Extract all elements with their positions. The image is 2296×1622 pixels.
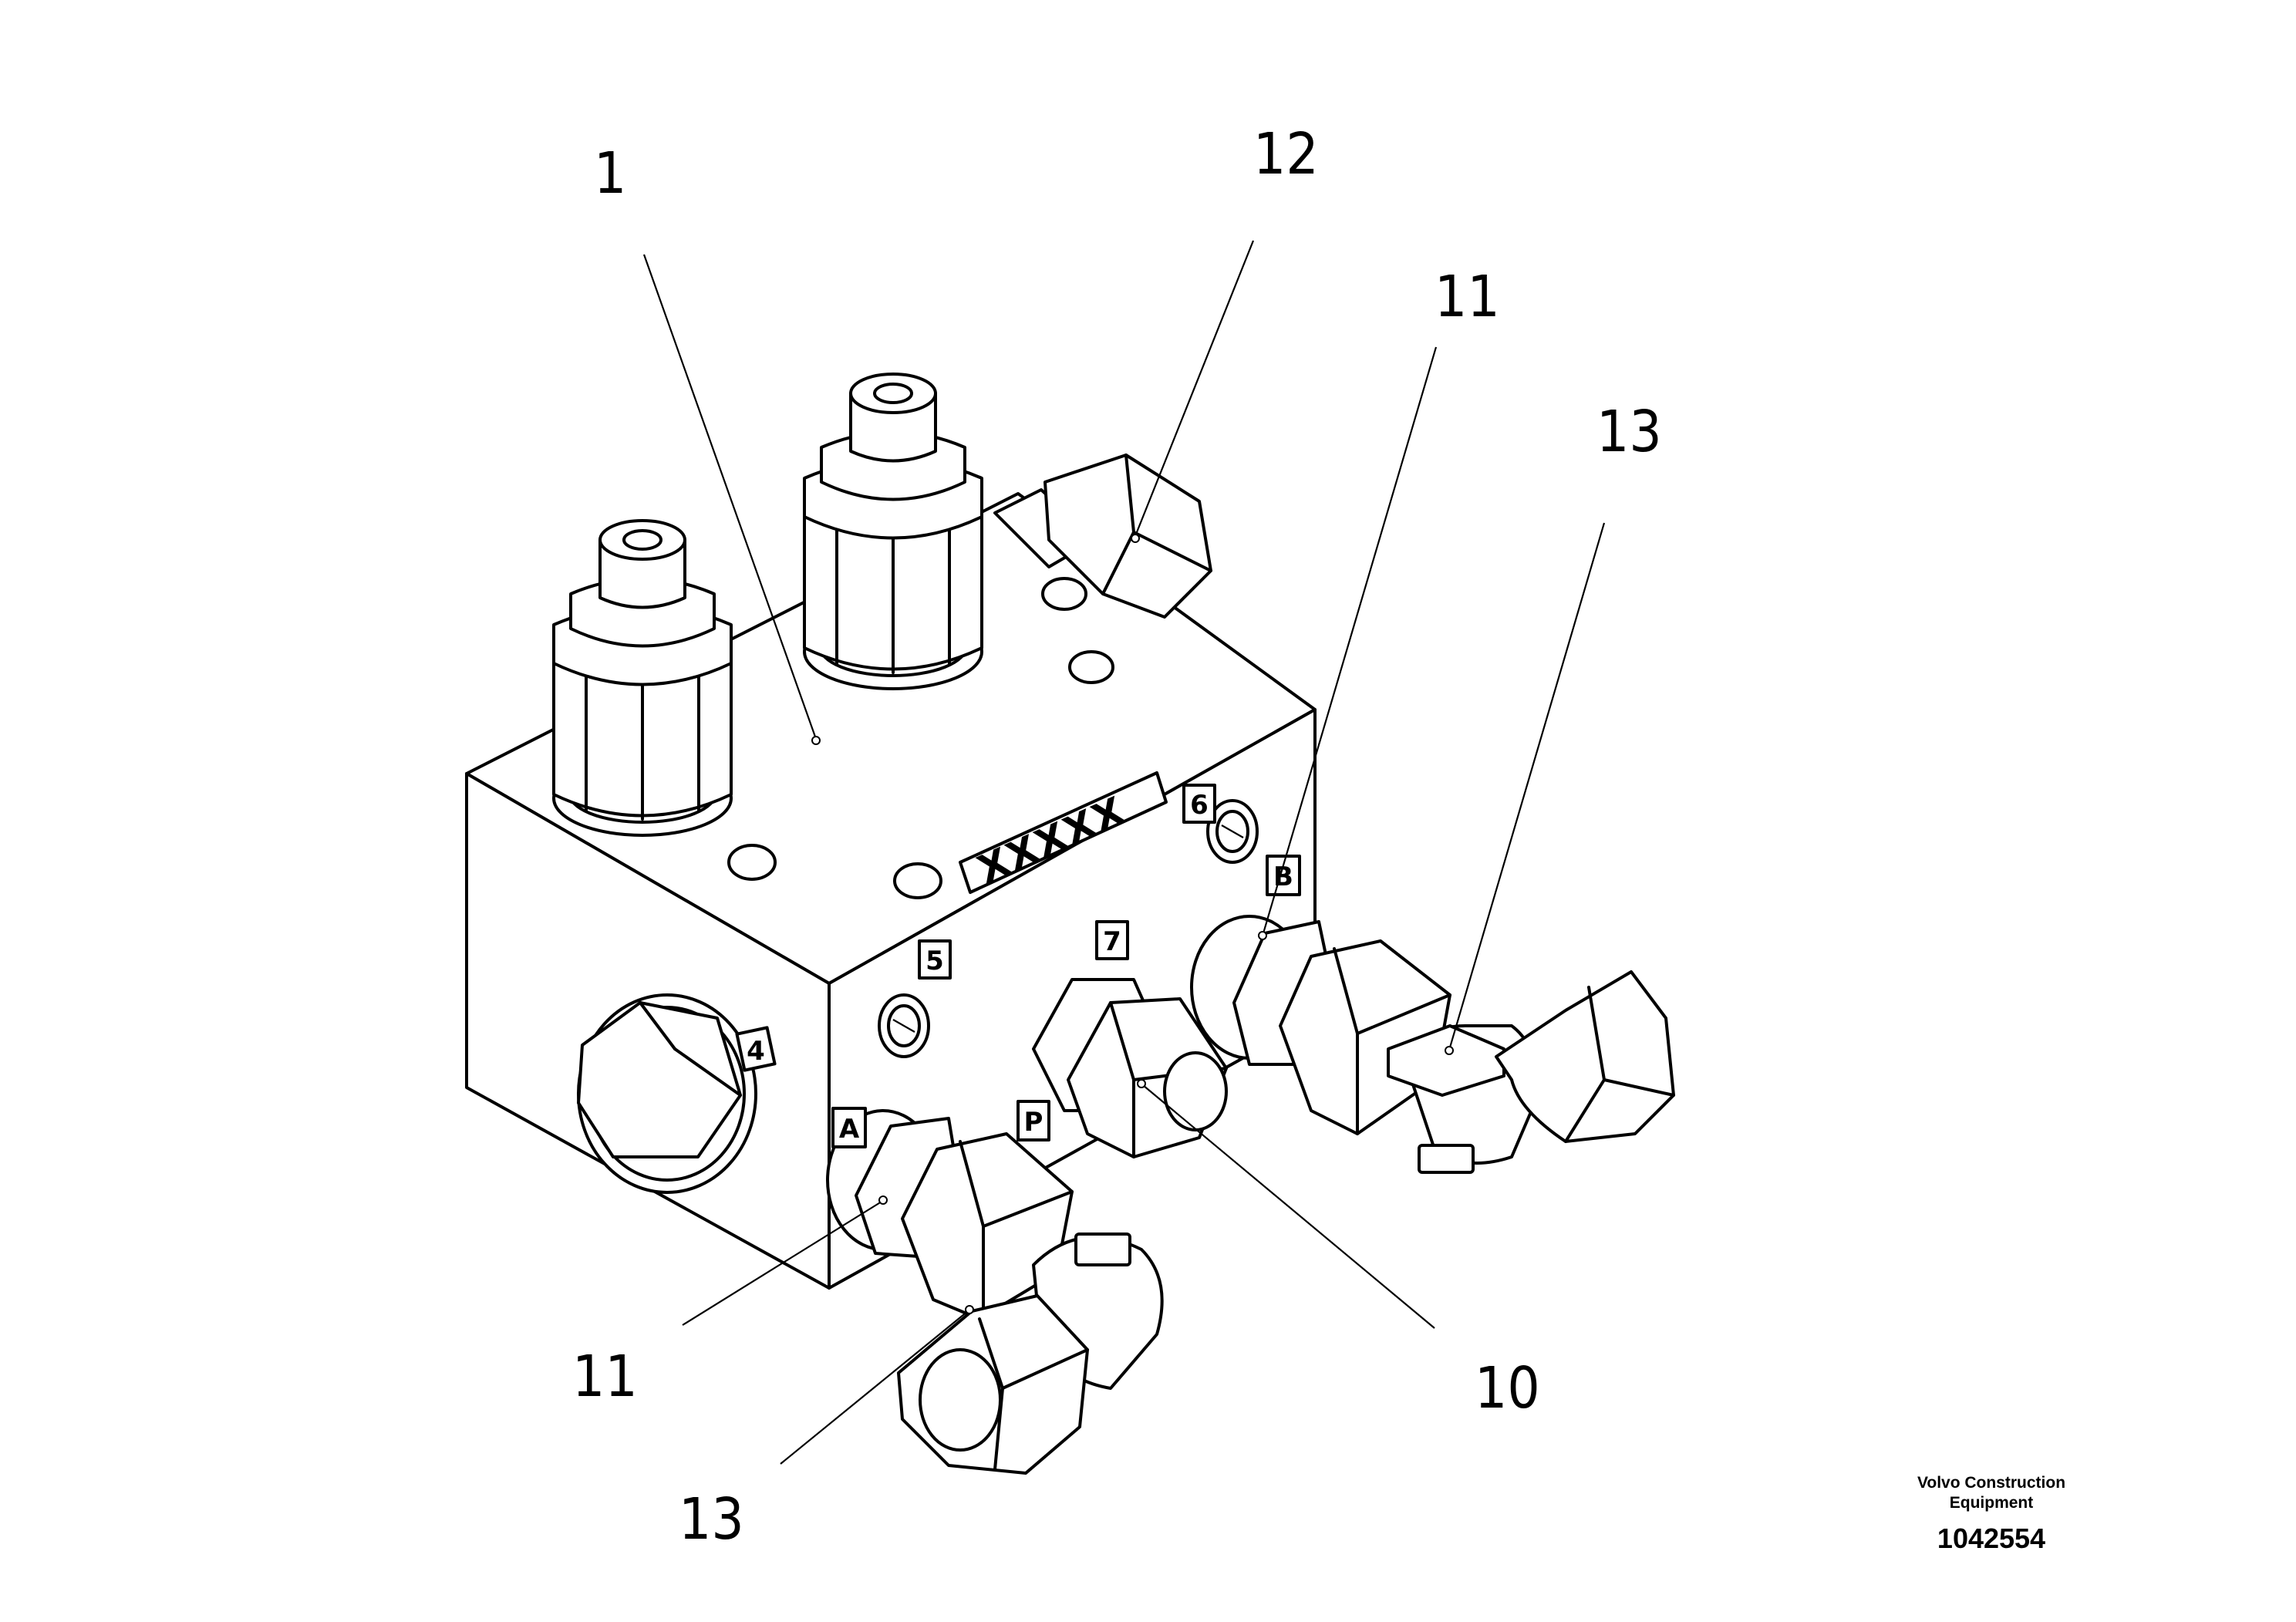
- plug-port-4: [577, 993, 757, 1194]
- port-5-plug: [878, 993, 930, 1058]
- port-label-B: B: [1266, 855, 1301, 896]
- svg-text:P: P: [1024, 1107, 1043, 1138]
- svg-text:7: 7: [1103, 926, 1121, 957]
- top-hole: [893, 862, 942, 899]
- port-label-6: 6: [1182, 784, 1216, 824]
- brand-line-2: Equipment: [1949, 1494, 2034, 1512]
- footer-block: Volvo Construction Equipment 1042554: [1891, 1473, 2092, 1558]
- callout-11-top: 11: [1435, 264, 1500, 330]
- port-label-P: P: [1017, 1100, 1050, 1141]
- elbow-13-bottom: [897, 1233, 1164, 1475]
- leader-lines: [642, 240, 1606, 1465]
- fitting-12: [993, 454, 1212, 619]
- port-label-A: A: [831, 1107, 867, 1148]
- port-label-4: 4: [735, 1026, 777, 1072]
- svg-text:A: A: [839, 1114, 860, 1145]
- leader-1: [642, 254, 818, 740]
- callout-10: 10: [1475, 1355, 1540, 1421]
- leader-11-bottom: [682, 1201, 882, 1326]
- fitting-11-port-B: [1190, 915, 1451, 1135]
- nameplate-outline: [959, 771, 1168, 894]
- leader-13-bottom: [780, 1310, 969, 1465]
- leader-11-top: [1262, 346, 1438, 934]
- document-number: 1042554: [1937, 1523, 2046, 1554]
- top-hole: [1068, 650, 1114, 684]
- leader-10: [1142, 1084, 1435, 1329]
- svg-text:4: 4: [747, 1036, 765, 1067]
- port-label-5: 5: [918, 939, 952, 980]
- fitting-10: [1032, 978, 1228, 1158]
- port-6-plug: [1206, 799, 1259, 864]
- svg-text:6: 6: [1190, 790, 1209, 821]
- callout-11-bottom: 11: [572, 1344, 638, 1410]
- top-hole: [727, 844, 777, 881]
- leader-12: [1134, 240, 1255, 537]
- brand-line-1: Volvo Construction: [1917, 1474, 2066, 1492]
- leader-13-top: [1448, 522, 1606, 1048]
- callout-1: 1: [594, 140, 626, 207]
- elbow-13-top: [1387, 970, 1675, 1174]
- callout-13-top: 13: [1596, 399, 1662, 465]
- top-hole: [1041, 577, 1087, 611]
- cartridge-valve-right: [803, 373, 983, 690]
- cartridge-valve-left: [552, 519, 733, 837]
- port-label-7: 7: [1095, 920, 1129, 960]
- svg-text:5: 5: [925, 946, 944, 976]
- callout-12: 12: [1253, 121, 1319, 187]
- callout-13-bottom: 13: [679, 1486, 744, 1553]
